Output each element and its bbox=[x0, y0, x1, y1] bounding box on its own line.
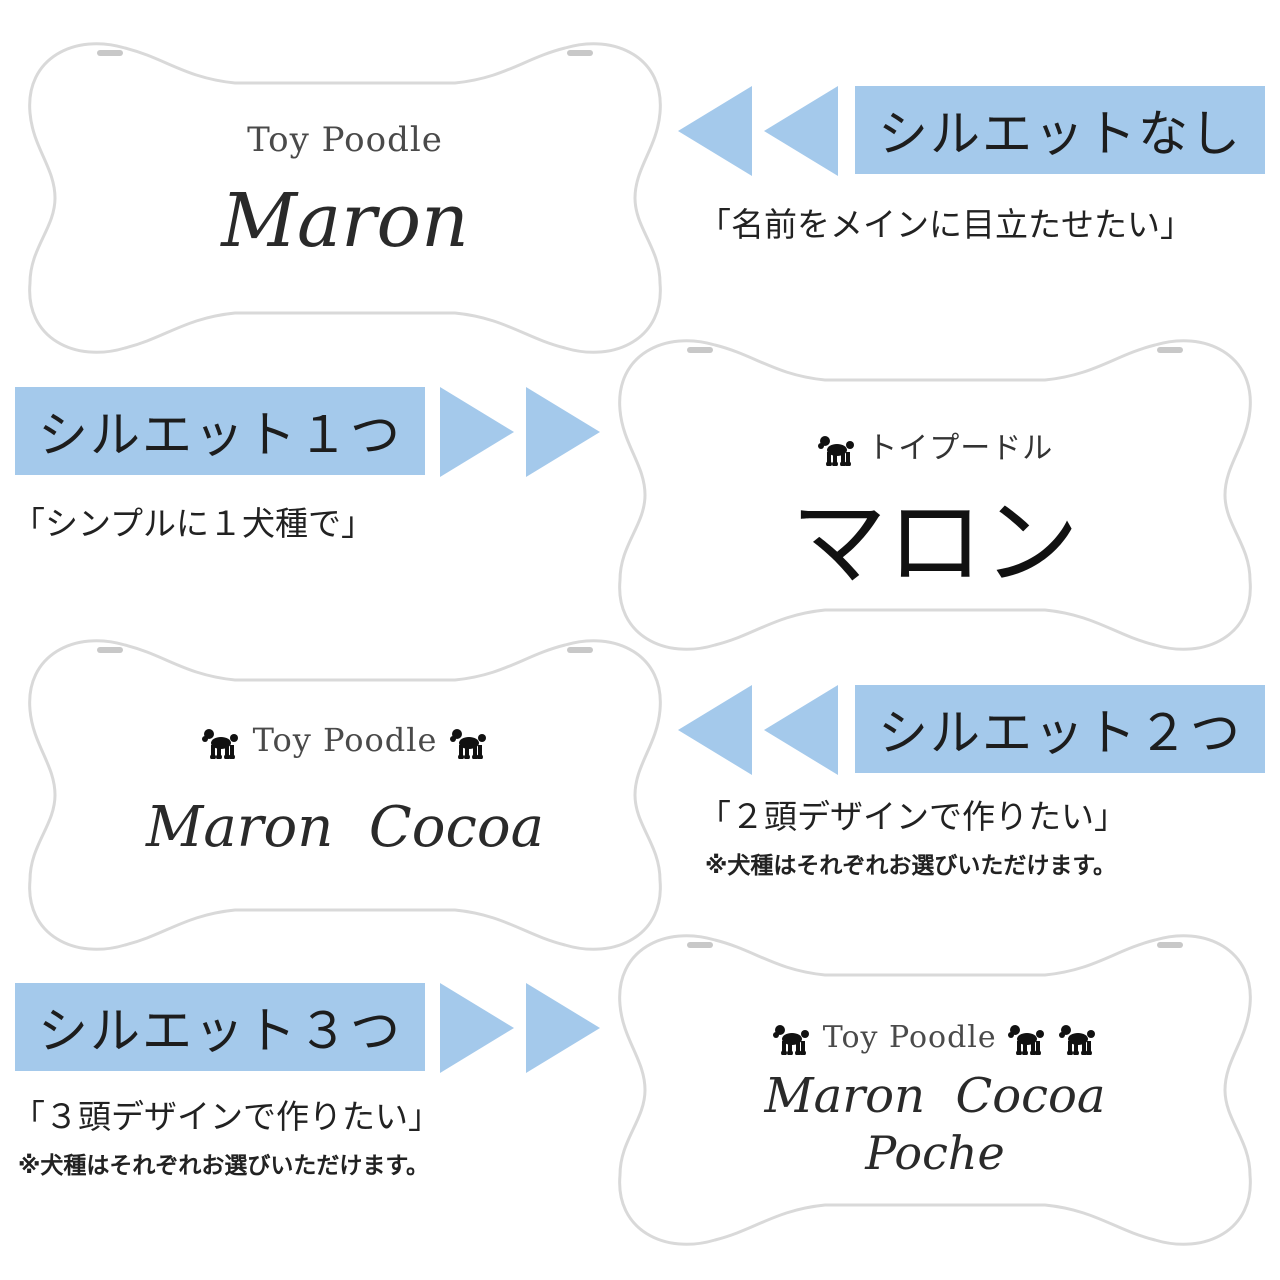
poodle-silhouette-icon bbox=[449, 727, 489, 759]
triangle-arrow-icon bbox=[678, 86, 838, 176]
bone-tag-three-silhouettes: Toy Poodle Maron Cocoa Poche bbox=[605, 920, 1265, 1260]
option-description: 「２頭デザインで作りたい」 bbox=[698, 797, 1127, 836]
option-description: 「シンプルに１犬種で」 bbox=[12, 504, 375, 543]
poodle-silhouette-icon bbox=[817, 434, 857, 466]
option-label-one-silhouette: シルエット１つ bbox=[15, 387, 425, 475]
option-description: 「名前をメインに目立たせたい」 bbox=[698, 205, 1193, 244]
triangle-arrow-icon bbox=[440, 387, 600, 477]
poodle-silhouette-icon bbox=[1058, 1023, 1098, 1055]
tag-name-text: Maron bbox=[221, 178, 469, 264]
option-label-three-silhouettes: シルエット３つ bbox=[15, 983, 425, 1071]
poodle-silhouette-icon bbox=[201, 727, 241, 759]
bone-tag-one-silhouette: トイプードル マロン bbox=[605, 325, 1265, 665]
poodle-silhouette-icon bbox=[772, 1023, 812, 1055]
tag-name-text-second-line: Poche bbox=[865, 1126, 1005, 1180]
tag-name-text: Maron Cocoa bbox=[764, 1068, 1106, 1124]
tag-breed-text: トイプードル bbox=[867, 431, 1054, 466]
bone-tag-two-silhouettes: Toy Poodle Maron Cocoa bbox=[15, 625, 675, 965]
tag-breed-text: Toy Poodle bbox=[247, 120, 443, 160]
tag-name-text: Maron Cocoa bbox=[146, 795, 544, 860]
tag-breed-text: Toy Poodle bbox=[822, 1020, 997, 1055]
poodle-silhouette-icon bbox=[1007, 1023, 1047, 1055]
triangle-arrow-icon bbox=[440, 983, 600, 1073]
option-label-no-silhouette: シルエットなし bbox=[855, 86, 1265, 174]
tag-name-text: マロン bbox=[791, 487, 1079, 599]
triangle-arrow-icon bbox=[678, 685, 838, 775]
tag-breed-text: Toy Poodle bbox=[252, 721, 438, 759]
bone-tag-no-silhouette: Toy Poodle Maron bbox=[15, 28, 675, 368]
option-label-two-silhouettes: シルエット２つ bbox=[855, 685, 1265, 773]
option-note: ※犬種はそれぞれお選びいただけます。 bbox=[18, 1153, 430, 1179]
option-note: ※犬種はそれぞれお選びいただけます。 bbox=[705, 853, 1117, 879]
option-description: 「３頭デザインで作りたい」 bbox=[12, 1097, 441, 1136]
